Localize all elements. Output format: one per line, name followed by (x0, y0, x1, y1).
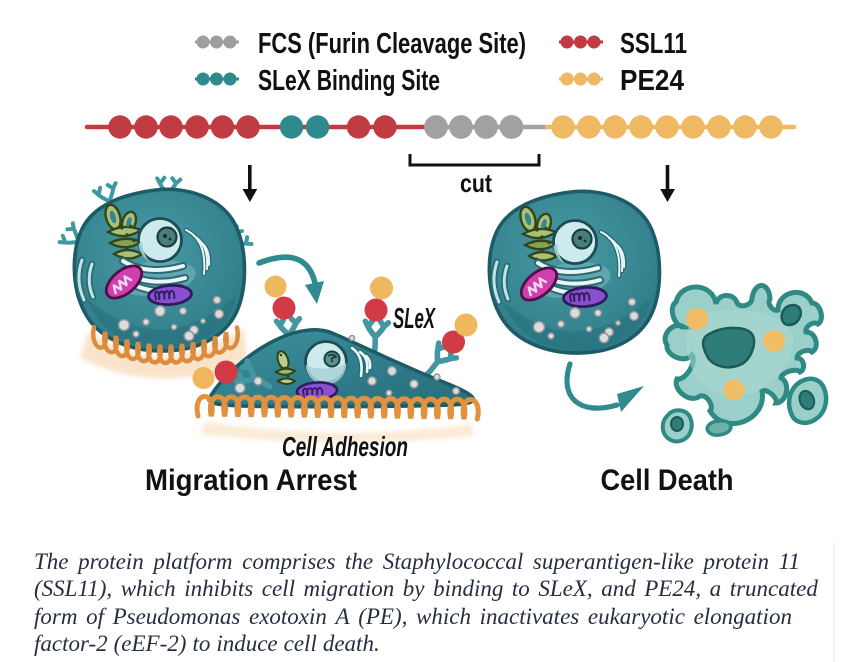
svg-text:Cell Adhesion: Cell Adhesion (282, 431, 408, 462)
svg-text:SLeX: SLeX (393, 303, 436, 335)
svg-text:FCS (Furin Cleavage Site): FCS (Furin Cleavage Site) (258, 28, 526, 60)
svg-text:PE24: PE24 (620, 65, 684, 97)
svg-text:SSL11: SSL11 (620, 28, 687, 60)
svg-text:Cell Death: Cell Death (601, 464, 734, 497)
svg-text:SLeX Binding Site: SLeX Binding Site (258, 65, 440, 97)
svg-text:cut: cut (460, 168, 492, 198)
svg-text:Migration Arrest: Migration Arrest (145, 464, 357, 497)
